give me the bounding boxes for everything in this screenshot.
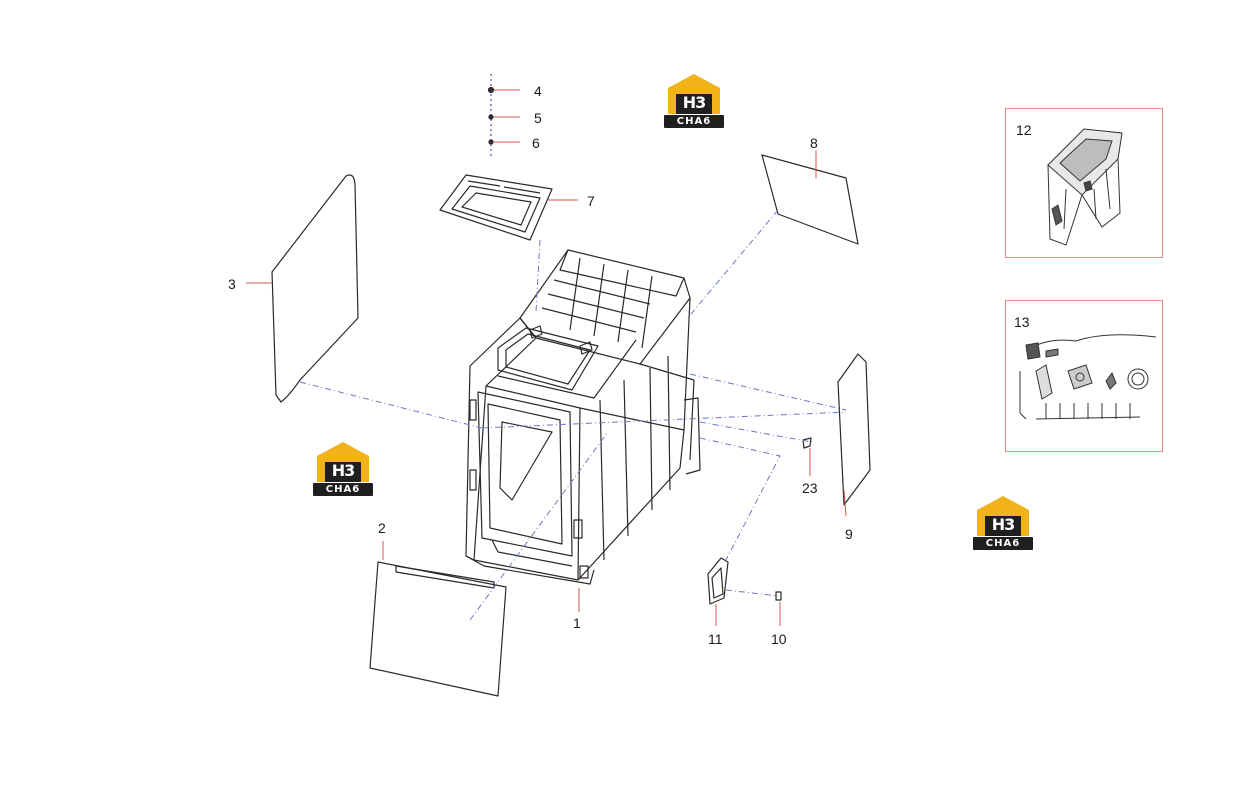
brand-logo-left: H3 CHA6 — [313, 440, 373, 496]
logo-text-main: H3 — [682, 93, 707, 112]
logo-text-sub: CHA6 — [313, 483, 373, 496]
label-3: 3 — [228, 276, 236, 292]
part-7-roof-hatch — [439, 174, 553, 241]
inset-13-wiring-kit: 13 — [1005, 300, 1163, 452]
brand-logo-top: H3 CHA6 — [664, 72, 724, 128]
house-icon — [668, 74, 720, 114]
part-10-bolt — [775, 591, 782, 601]
wiring-kit-thumbnail — [1019, 334, 1157, 420]
label-4: 4 — [534, 83, 542, 99]
label-9: 9 — [845, 526, 853, 542]
cab-assembly-thumbnail — [1047, 128, 1123, 246]
part-8-rear-glass — [761, 154, 859, 245]
label-8: 8 — [810, 135, 818, 151]
part-2-front-glass — [369, 561, 507, 697]
logo-text-main: H3 — [991, 515, 1016, 534]
label-7: 7 — [587, 193, 595, 209]
label-12: 12 — [1016, 122, 1032, 138]
label-1: 1 — [573, 615, 581, 631]
label-13: 13 — [1014, 314, 1030, 330]
house-icon — [977, 496, 1029, 536]
part-23-pin — [802, 437, 812, 449]
part-11-bracket — [707, 557, 729, 605]
logo-text-sub: CHA6 — [664, 115, 724, 128]
logo-text-main: H3 — [331, 461, 356, 480]
part-2-glass-strip — [395, 565, 495, 589]
house-icon — [317, 442, 369, 482]
label-23: 23 — [802, 480, 818, 496]
brand-logo-right: H3 CHA6 — [973, 494, 1033, 550]
inset-12-cab-assembly: 12 — [1005, 108, 1163, 258]
label-5: 5 — [534, 110, 542, 126]
label-6: 6 — [532, 135, 540, 151]
label-2: 2 — [378, 520, 386, 536]
label-10: 10 — [771, 631, 787, 647]
part-9-right-glass — [837, 353, 871, 506]
label-11: 11 — [708, 631, 723, 647]
part-1-cab-frame — [465, 249, 701, 585]
logo-text-sub: CHA6 — [973, 537, 1033, 550]
part-3-left-glass — [271, 174, 359, 403]
